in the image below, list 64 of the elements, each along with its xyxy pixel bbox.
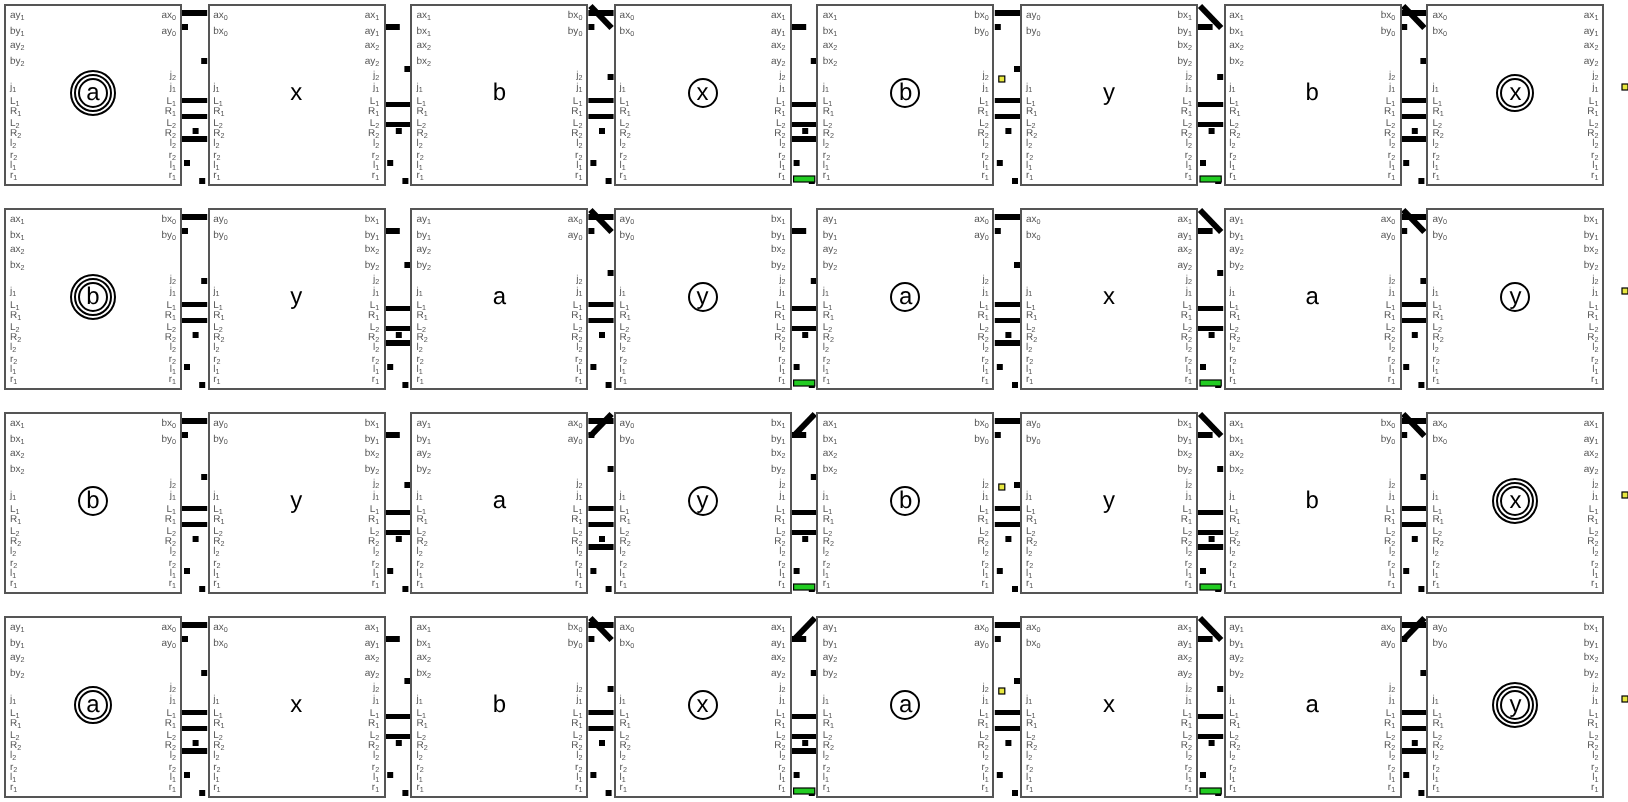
logic-block bbox=[1223, 412, 1402, 594]
circled-symbol: b bbox=[890, 485, 921, 515]
block-symbol: b bbox=[1305, 486, 1319, 514]
logic-block bbox=[1426, 412, 1605, 594]
circled-symbol: y bbox=[1500, 281, 1531, 311]
logic-block bbox=[1223, 616, 1402, 798]
ringed-symbol: x bbox=[1492, 477, 1539, 523]
circled-symbol: x bbox=[687, 689, 718, 719]
logic-block bbox=[1020, 4, 1198, 186]
block-symbol: x bbox=[1103, 690, 1115, 718]
ringed-symbol: y bbox=[1492, 681, 1539, 727]
logic-block bbox=[410, 4, 589, 186]
logic-block bbox=[4, 208, 182, 390]
logic-block bbox=[613, 412, 792, 594]
ringed-symbol: a bbox=[74, 685, 112, 723]
block-symbol: y bbox=[1103, 78, 1115, 106]
logic-block bbox=[207, 208, 386, 390]
block-symbol: x bbox=[290, 78, 303, 106]
logic-block bbox=[816, 616, 995, 798]
logic-block bbox=[4, 616, 182, 798]
logic-block bbox=[1426, 208, 1605, 390]
circled-symbol: b bbox=[890, 77, 921, 107]
logic-block bbox=[410, 616, 589, 798]
logic-block bbox=[613, 616, 792, 798]
logic-block bbox=[1020, 412, 1198, 594]
circled-symbol: y bbox=[687, 281, 718, 311]
ringed-symbol: x bbox=[1496, 73, 1535, 111]
ringed-symbol: a bbox=[70, 69, 116, 115]
block-symbol: a bbox=[1305, 690, 1319, 718]
logic-block bbox=[1426, 616, 1605, 798]
block-symbol: y bbox=[290, 282, 303, 310]
circled-symbol: x bbox=[687, 77, 718, 107]
block-symbol: b bbox=[492, 690, 507, 718]
logic-block bbox=[613, 208, 792, 390]
logic-block bbox=[1223, 208, 1402, 390]
logic-block bbox=[1020, 616, 1198, 798]
block-symbol: x bbox=[290, 690, 303, 718]
circled-symbol: b bbox=[78, 485, 108, 515]
logic-block bbox=[410, 208, 589, 390]
logic-block bbox=[816, 412, 995, 594]
circled-symbol: a bbox=[890, 281, 921, 311]
block-symbol: a bbox=[492, 282, 507, 310]
circled-symbol: y bbox=[687, 485, 718, 515]
logic-block bbox=[1020, 208, 1198, 390]
logic-block bbox=[816, 4, 995, 186]
circled-symbol: a bbox=[890, 689, 921, 719]
block-symbol: b bbox=[492, 78, 507, 106]
logic-block bbox=[613, 4, 792, 186]
block-symbol: b bbox=[1305, 78, 1319, 106]
block-symbol: x bbox=[1103, 282, 1115, 310]
block-symbol: y bbox=[290, 486, 303, 514]
logic-block bbox=[816, 208, 995, 390]
logic-block bbox=[1223, 4, 1402, 186]
logic-block bbox=[4, 4, 182, 186]
ringed-symbol: b bbox=[70, 273, 116, 319]
logic-block bbox=[207, 4, 386, 186]
logic-block bbox=[207, 616, 386, 798]
block-symbol: a bbox=[1305, 282, 1319, 310]
logic-block bbox=[410, 412, 589, 594]
logic-block bbox=[4, 412, 182, 594]
logic-block bbox=[207, 412, 386, 594]
block-symbol: y bbox=[1103, 486, 1115, 514]
block-symbol: a bbox=[492, 486, 507, 514]
logic-block bbox=[1426, 4, 1605, 186]
